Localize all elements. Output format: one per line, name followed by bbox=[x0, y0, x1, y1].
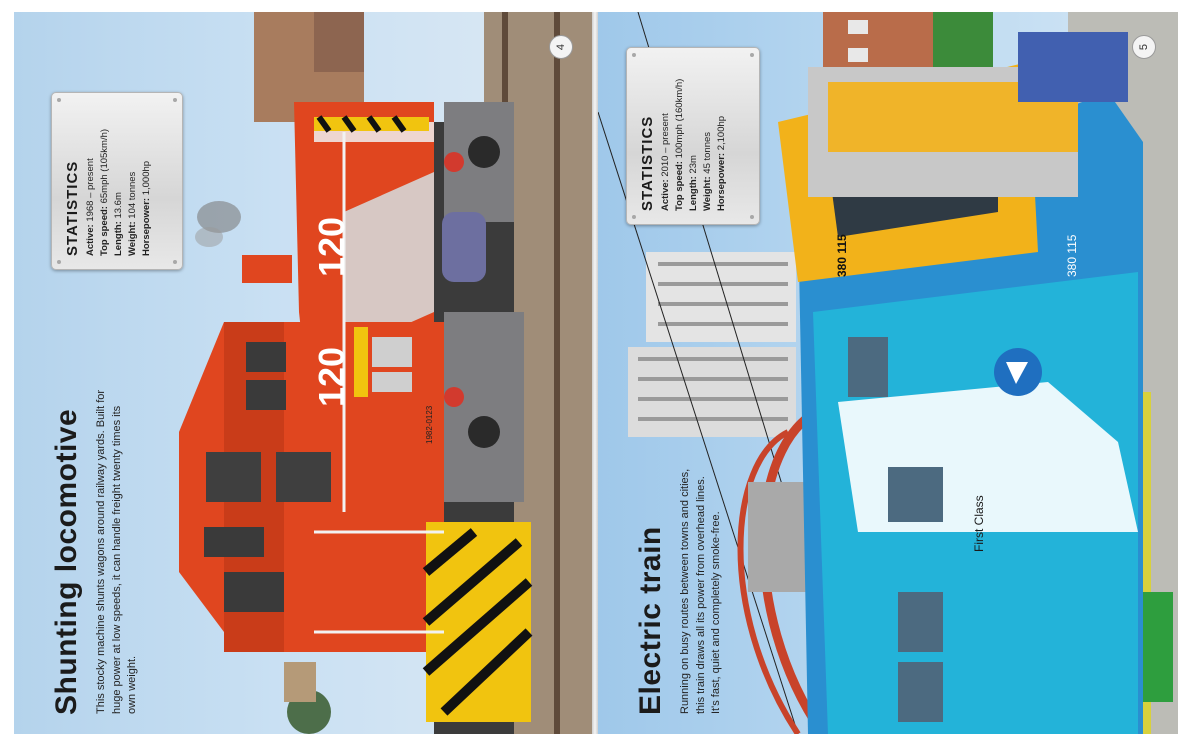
stat-top-speed: Top speed: 65mph (105km/h) bbox=[99, 128, 110, 256]
first-class-label: First Class bbox=[972, 495, 986, 552]
book-gutter bbox=[592, 12, 598, 734]
statistics-card: STATISTICS Active: 2010 – present Top sp… bbox=[626, 47, 760, 225]
page-number: 4 bbox=[549, 35, 573, 59]
page-description: This stocky machine shunts wagons around… bbox=[95, 389, 138, 714]
train-number-side: 380 115 bbox=[1065, 234, 1079, 277]
stat-length: Length: 23m bbox=[688, 155, 699, 211]
stat-active: Active: 1968 – present bbox=[85, 158, 96, 256]
right-page: 380 115 380 115 First Class Electric tra… bbox=[598, 12, 1178, 734]
train-number-front: 380 115 bbox=[835, 234, 849, 277]
page-title: Shunting locomotive bbox=[50, 408, 83, 715]
loco-plate: 1982-0123 bbox=[425, 405, 434, 444]
electric-train-illustration: 380 115 380 115 First Class bbox=[598, 12, 1173, 734]
left-page: 120 120 1982-0123 Shunting locomotive Th… bbox=[14, 12, 592, 734]
loco-number-side: 120 bbox=[311, 217, 352, 277]
stat-horsepower: Horsepower: 2,100hp bbox=[716, 115, 727, 211]
statistics-card: STATISTICS Active: 1968 – present Top sp… bbox=[51, 92, 183, 270]
stat-weight: Weight: 45 tonnes bbox=[702, 131, 713, 211]
statistics-heading: STATISTICS bbox=[639, 115, 656, 211]
page-number: 5 bbox=[1132, 35, 1156, 59]
shunting-locomotive-illustration: 120 120 1982-0123 bbox=[179, 12, 533, 734]
page-title: Electric train bbox=[634, 526, 667, 715]
stat-active: Active: 2010 – present bbox=[660, 113, 671, 211]
stat-weight: Weight: 104 tonnes bbox=[127, 171, 138, 256]
loco-number-cab: 120 bbox=[311, 347, 352, 407]
stat-top-speed: Top speed: 100mph (160km/h) bbox=[674, 78, 685, 211]
stat-horsepower: Horsepower: 1,000hp bbox=[141, 160, 152, 256]
stat-length: Length: 13.6m bbox=[113, 192, 124, 256]
page-description: Running on busy routes between towns and… bbox=[679, 468, 722, 714]
statistics-heading: STATISTICS bbox=[64, 160, 81, 256]
